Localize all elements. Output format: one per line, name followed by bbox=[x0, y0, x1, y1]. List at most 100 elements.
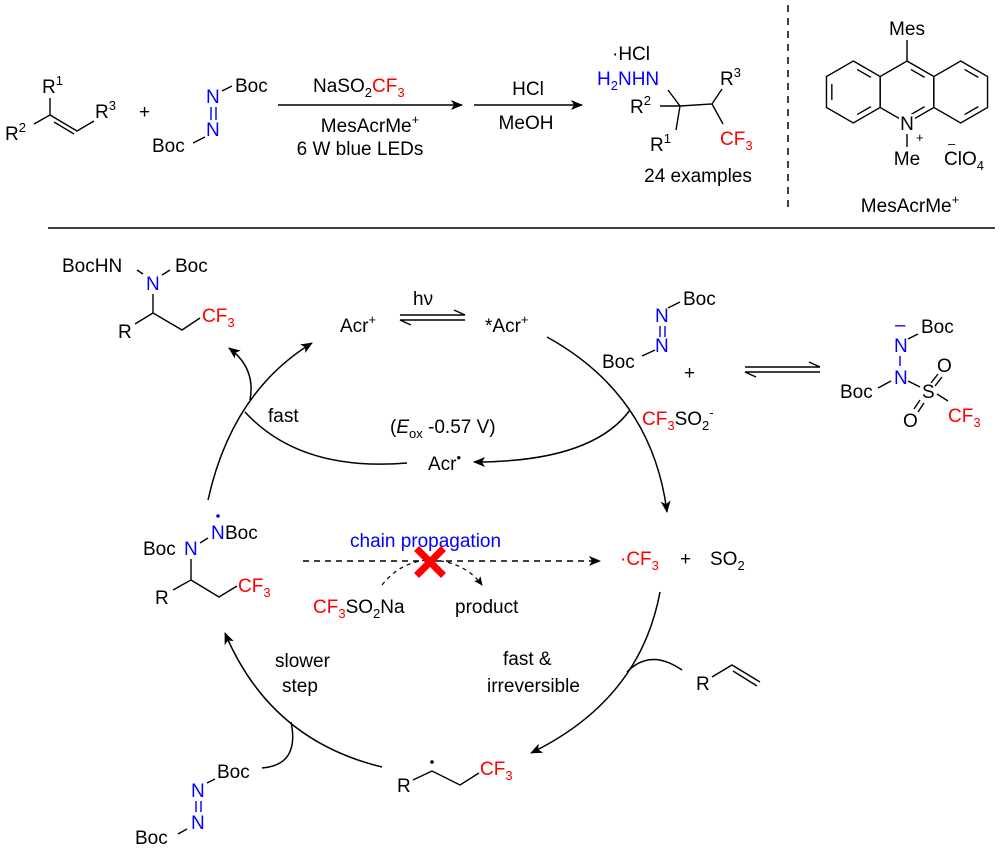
solvent-label: MeOH bbox=[499, 113, 554, 134]
light-source-label: 6 W blue LEDs bbox=[297, 139, 424, 160]
oxygen-label: O bbox=[937, 356, 952, 377]
radical-bonds bbox=[412, 770, 480, 786]
boc-label: Boc bbox=[235, 76, 268, 97]
hv-label: hν bbox=[413, 289, 433, 310]
so2-label: SO2 bbox=[710, 549, 745, 573]
step-label: step bbox=[282, 676, 318, 697]
fast-label: fast bbox=[268, 406, 299, 427]
boc-label: Boc bbox=[225, 523, 258, 544]
r2-label: R2 bbox=[5, 120, 26, 145]
adduct-bonds bbox=[877, 333, 949, 413]
nitrogen-label: N bbox=[894, 368, 908, 389]
arrow-to-product bbox=[228, 347, 252, 401]
double-bond-inner-line bbox=[910, 68, 925, 78]
n-boc-bonds bbox=[192, 85, 233, 144]
alkene-substrate: R1 R2 R3 bbox=[5, 73, 116, 145]
r-label: R bbox=[118, 322, 132, 343]
plus-sign: + bbox=[680, 549, 691, 570]
perchlorate-label: ClO4 bbox=[944, 149, 984, 173]
nitrogen-label: N bbox=[191, 813, 205, 834]
mechanism-product: BocHN N Boc R CF3 bbox=[62, 256, 235, 343]
chain-reagent-label: CF3SO2Na bbox=[313, 597, 405, 621]
radical-dot bbox=[216, 514, 220, 518]
r-label: R bbox=[696, 674, 710, 695]
nitrogen-label: N bbox=[894, 336, 908, 357]
radical-bonds bbox=[172, 537, 238, 598]
hydrazinyl-radical: Boc N N Boc R CF3 bbox=[143, 514, 271, 609]
azo-reagent-top: N N Boc Boc bbox=[602, 289, 716, 373]
hcl-salt-label: ·HCl bbox=[612, 44, 650, 65]
cf3-radical-label: ·CF3 bbox=[620, 549, 659, 573]
boc-label: Boc bbox=[217, 762, 250, 783]
slower-label: slower bbox=[275, 651, 331, 672]
nitrogen-label: N bbox=[206, 120, 220, 141]
final-product: ·HCl H2NHN R2 R3 R1 CF3 24 examples bbox=[597, 44, 753, 187]
nitrogen-label: N bbox=[900, 114, 914, 135]
acridinium-catalyst: Mes N + Me – ClO4 MesAcrMe+ bbox=[825, 19, 989, 217]
fast-and-label: fast & bbox=[503, 649, 552, 670]
boc-label: Boc bbox=[143, 539, 176, 560]
r2-label: R2 bbox=[630, 93, 651, 118]
r3-label: R3 bbox=[95, 98, 116, 123]
r1-label: R1 bbox=[42, 73, 63, 98]
irreversible-label: irreversible bbox=[487, 676, 580, 697]
alkene-bonds bbox=[711, 664, 761, 687]
nitrogen-label: N bbox=[146, 274, 160, 295]
n-boc-bonds bbox=[641, 301, 681, 357]
arrow-regenerate-acr bbox=[207, 342, 313, 501]
acr-plus: Acr+ bbox=[340, 312, 376, 337]
nitrogen-label: N bbox=[206, 87, 220, 108]
nitrogen-label: N bbox=[184, 539, 198, 560]
equilibrium-arrows bbox=[399, 309, 466, 326]
boc-label: Boc bbox=[135, 828, 168, 849]
boc-label: Boc bbox=[175, 256, 208, 277]
acr-excited: *Acr+ bbox=[485, 312, 529, 337]
boc-label: Boc bbox=[602, 352, 635, 373]
reagent-label: HCl bbox=[512, 79, 544, 100]
oxygen-label: O bbox=[903, 411, 918, 432]
arrow-azo-addition bbox=[224, 632, 383, 768]
positive-charge: + bbox=[916, 130, 924, 145]
azo-reagent-bottom: N N Boc Boc bbox=[135, 762, 250, 849]
double-bond-inner-line bbox=[856, 106, 872, 116]
product-bonds bbox=[660, 88, 724, 131]
cf3-label: CF3 bbox=[202, 306, 235, 330]
n-label-bg bbox=[899, 114, 915, 133]
plus-sign: + bbox=[139, 102, 150, 123]
cf3-label: CF3 bbox=[480, 759, 513, 783]
dashed-reagent-curve bbox=[381, 559, 429, 586]
negative-charge: – bbox=[895, 315, 906, 336]
chain-propagation-label: chain propagation bbox=[350, 531, 501, 552]
catalyst-label: MesAcrMe+ bbox=[321, 112, 419, 137]
aromatic-ring bbox=[933, 60, 989, 124]
adduct-equilibrium-arrows bbox=[744, 361, 821, 378]
boc-label: Boc bbox=[683, 289, 716, 310]
alkene-bonds bbox=[33, 98, 95, 135]
cf3-label: CF3 bbox=[948, 406, 981, 430]
methyl-label: Me bbox=[894, 149, 920, 170]
examples-count: 24 examples bbox=[644, 166, 752, 187]
azodicarboxylate: N N Boc Boc bbox=[152, 76, 268, 157]
bochn-label: BocHN bbox=[62, 256, 122, 277]
r1-label: R1 bbox=[650, 131, 671, 156]
azo-entry-arc bbox=[261, 721, 294, 769]
double-bond-inner-line bbox=[964, 106, 979, 116]
nitrogen-label: N bbox=[655, 306, 669, 327]
cf3-label: CF3 bbox=[720, 129, 753, 153]
nitrogen-label: N bbox=[655, 336, 669, 357]
negative-charge: – bbox=[948, 136, 956, 151]
r-label: R bbox=[397, 776, 411, 797]
reagent-label: NaSO2CF3 bbox=[313, 76, 405, 100]
plus-sign: + bbox=[684, 363, 695, 384]
aromatic-ring bbox=[825, 60, 881, 124]
arrow-cf3-addition bbox=[530, 591, 661, 754]
double-bond-inner-line bbox=[856, 68, 872, 78]
alkene-entry-arc bbox=[626, 658, 683, 673]
carbon-radical: R CF3 bbox=[397, 759, 513, 797]
boc-label: Boc bbox=[152, 136, 185, 157]
alkene-reagent: R bbox=[696, 664, 761, 695]
sulfinate-label: CF3SO2- bbox=[642, 405, 714, 433]
n-boc-bonds bbox=[177, 778, 216, 835]
oxidation-potential: (Eox -0.57 V) bbox=[390, 417, 496, 441]
